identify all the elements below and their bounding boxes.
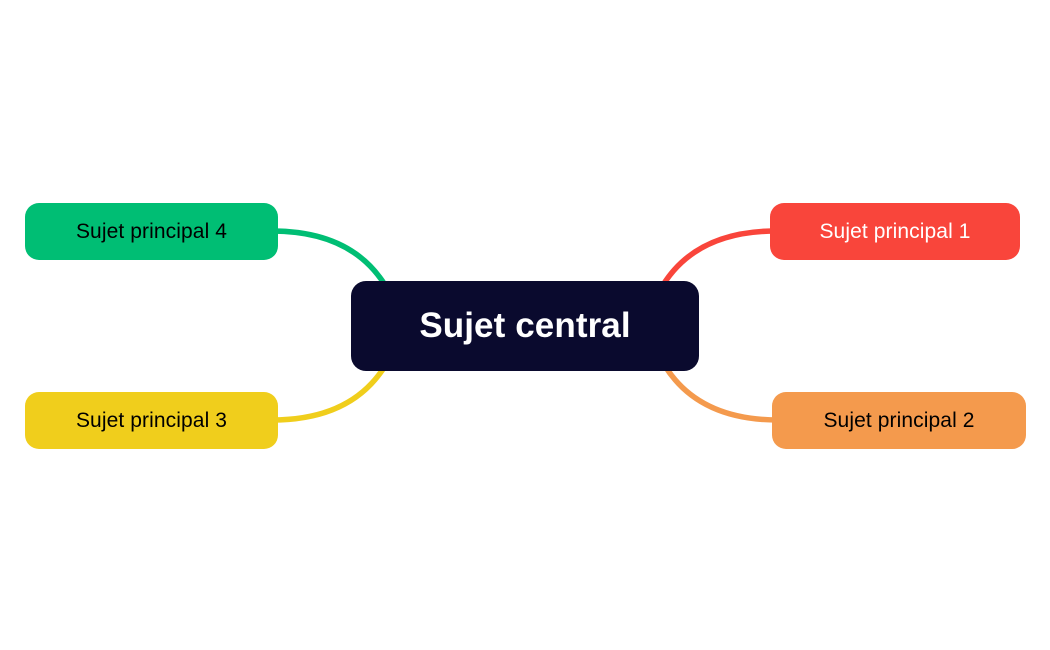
connector-topic-3	[269, 363, 388, 423]
connector-topic-2	[662, 363, 781, 423]
branch-node-topic-1[interactable]: Sujet principal 1	[770, 203, 1020, 260]
branch-node-topic-3[interactable]: Sujet principal 3	[25, 392, 278, 449]
connector-topic-4	[269, 228, 388, 288]
connector-topic-1	[660, 228, 779, 288]
branch-label-topic-2: Sujet principal 2	[823, 408, 975, 432]
branch-label-topic-3: Sujet principal 3	[75, 408, 228, 432]
branch-node-topic-4[interactable]: Sujet principal 4	[25, 203, 278, 260]
central-topic-node[interactable]: Sujet central	[351, 281, 699, 371]
branch-node-topic-2[interactable]: Sujet principal 2	[772, 392, 1026, 449]
central-topic-label: Sujet central	[419, 306, 631, 345]
branch-label-topic-4: Sujet principal 4	[75, 219, 228, 243]
branch-label-topic-1: Sujet principal 1	[819, 219, 971, 243]
